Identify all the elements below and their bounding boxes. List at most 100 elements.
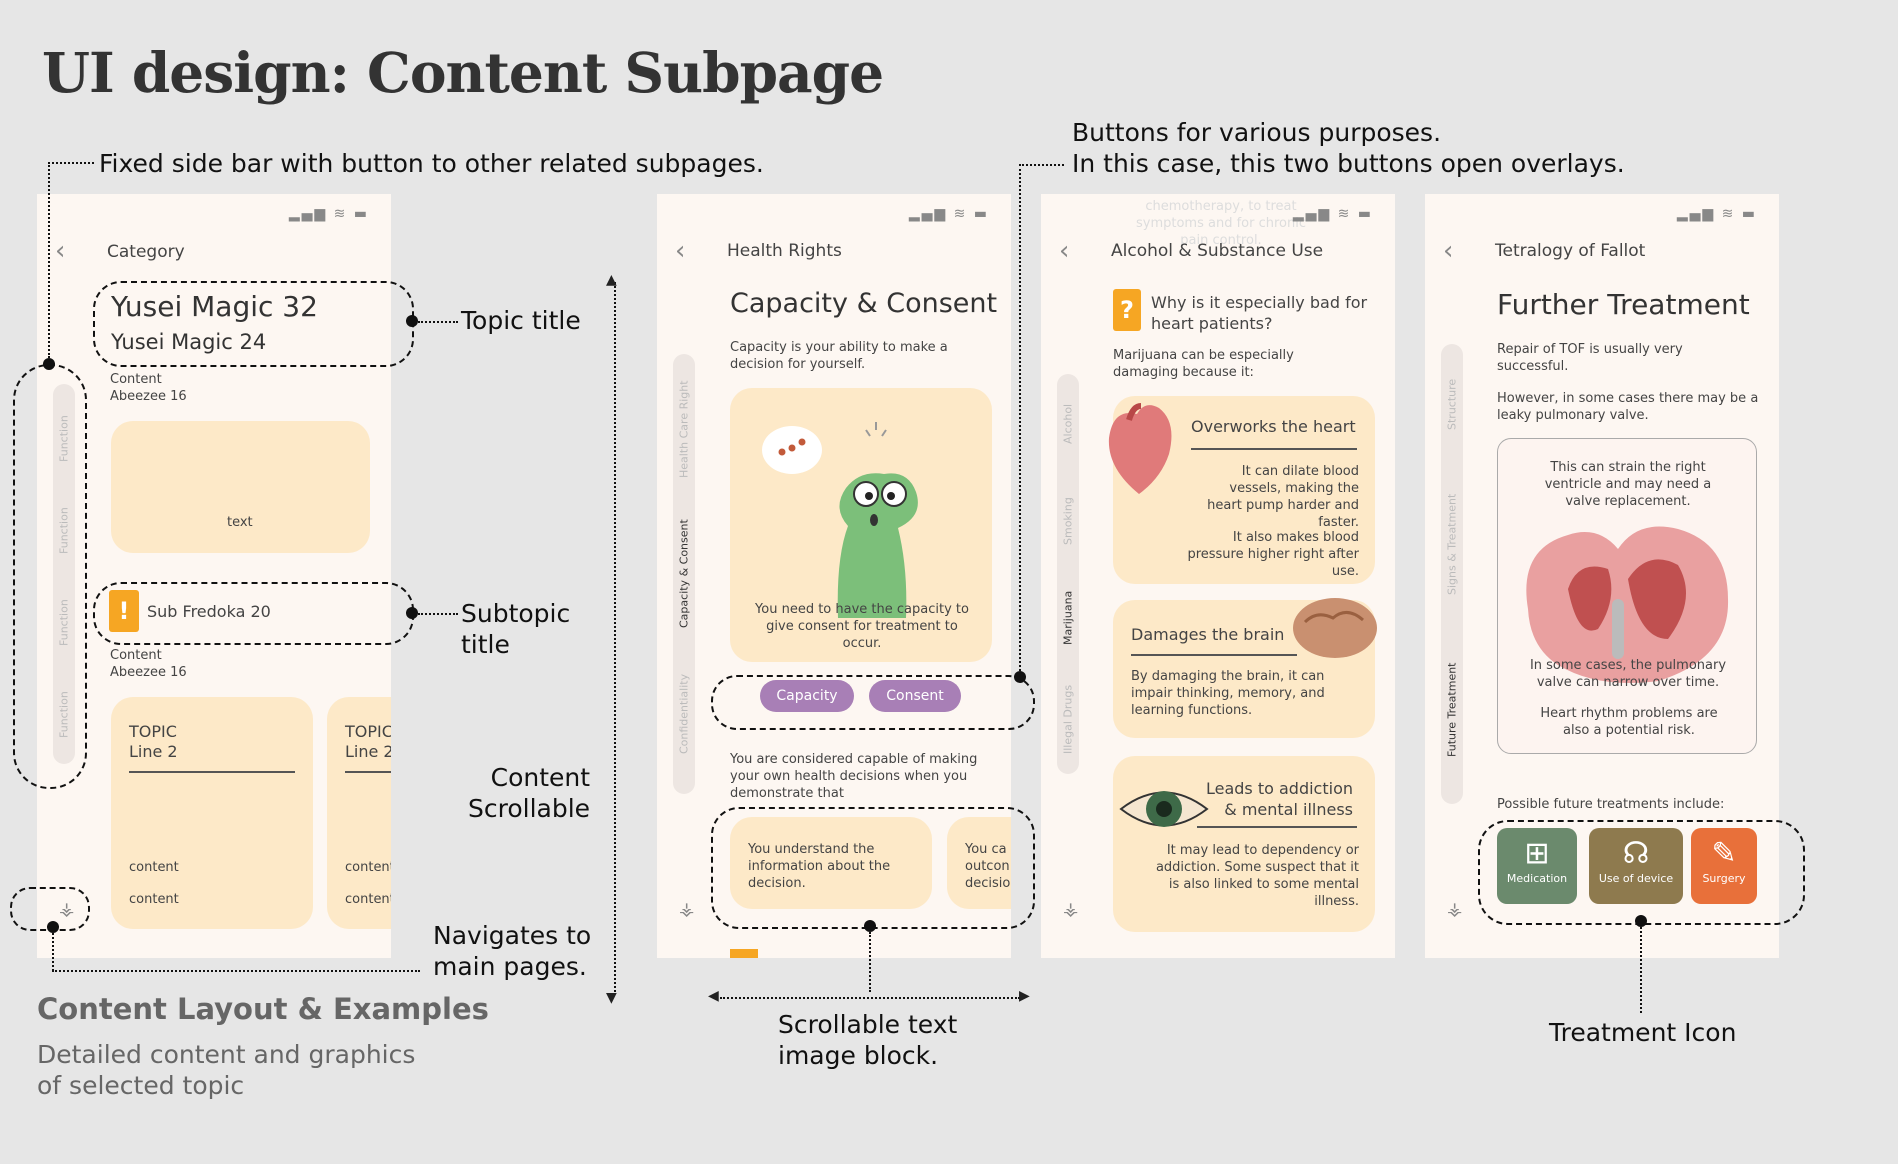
sidebar-item-capacity-consent[interactable]: Capacity & Consent [677, 519, 691, 629]
topic-title: Capacity & Consent [730, 288, 998, 319]
buttons-highlight [711, 675, 1035, 730]
card1-text1: It can dilate blood vessels, making the … [1207, 464, 1359, 530]
intro-text: Capacity is your ability to make a decis… [730, 340, 948, 372]
eye-illustration [1119, 791, 1209, 827]
scalpel-icon: ✎ [1711, 836, 1737, 871]
back-chevron-icon[interactable]: ‹ [675, 236, 686, 266]
device-label: Use of device [1598, 872, 1674, 885]
subtopic-question: Why is it especially bad for heart patie… [1151, 293, 1368, 333]
topic-card-line2: Line 2 [129, 742, 178, 761]
content-font-label: Abeezee 16 [110, 389, 187, 404]
sidebar-highlight [13, 364, 87, 789]
surgery-button[interactable]: ✎ Surgery [1691, 828, 1757, 904]
image-text-3: Heart rhythm problems are also a potenti… [1540, 706, 1718, 738]
card-overworks-heart[interactable]: Overworks the heart It can dilate blood … [1108, 396, 1375, 584]
subtopic-dot [406, 607, 418, 619]
sidebar-dot [43, 358, 55, 370]
subtopic-leader [418, 613, 458, 615]
topic-card-line1: TOPIC [129, 722, 177, 741]
topic-card[interactable]: TOPIC Line 2 content content [111, 697, 313, 929]
treatment-icons-highlight [1478, 820, 1805, 925]
topic-card-divider [129, 771, 295, 773]
sidebar-item-structure[interactable]: Structure [1445, 378, 1459, 430]
scroll-arrow-down-icon: ▼ [606, 990, 617, 1006]
sidebar-item-health-care-right[interactable]: Health Care Right [677, 380, 691, 478]
capacity-button[interactable]: Capacity [760, 680, 854, 712]
home-nav-icon[interactable]: ⚶ [1063, 899, 1079, 920]
card2-divider [1131, 654, 1297, 656]
buttons-annotation-line2: In this case, this two buttons open over… [1072, 149, 1625, 178]
heart-illustration [1108, 403, 1172, 494]
sidebar-item-smoking[interactable]: Smoking [1061, 497, 1075, 545]
layout-description: Detailed content and graphics of selecte… [37, 1040, 416, 1100]
intro-text-1: Repair of TOF is usually very successful… [1497, 342, 1683, 374]
sidebar-leader-v [48, 162, 50, 358]
topic-title-dot [406, 315, 418, 327]
back-chevron-icon[interactable]: ‹ [55, 236, 66, 266]
home-nav-icon[interactable]: ⚶ [1447, 899, 1463, 920]
sidebar-item-alcohol[interactable]: Alcohol [1061, 403, 1075, 445]
subtopic-title: Sub Fredoka 20 [147, 602, 271, 621]
side-bar: Alcohol Smoking Marijuana Illegal Drugs [1057, 374, 1079, 774]
back-chevron-icon[interactable]: ‹ [1443, 236, 1454, 266]
topic-card2-divider [345, 771, 391, 773]
sidebar-item-signs-treatment[interactable]: Signs & Treatment [1445, 493, 1459, 595]
home-nav-icon[interactable]: ⚶ [679, 899, 695, 920]
buttons-dot [1014, 671, 1026, 683]
intro-text: Marijuana can be especially damaging bec… [1113, 348, 1294, 380]
topic-card-content2: content [129, 892, 179, 907]
sidebar-leader-h [48, 162, 94, 164]
card-addiction[interactable]: Leads to addiction & mental illness It m… [1113, 756, 1375, 932]
category-label: Category [107, 242, 185, 262]
topic-card2-content1: content [345, 860, 391, 875]
text-block-1[interactable]: You understand the information about the… [730, 817, 932, 909]
topic-card-content1: content [129, 860, 179, 875]
card2-text: By damaging the brain, it can impair thi… [1131, 669, 1325, 718]
card3-title: Leads to addiction & mental illness [1205, 779, 1353, 819]
heart-anatomy-illustration [1526, 526, 1729, 683]
dinosaur-illustration [762, 422, 918, 618]
buttons-leader-h [1019, 164, 1064, 166]
navigates-annotation: Navigates to main pages. [433, 921, 592, 981]
side-bar: Structure Signs & Treatment Future Treat… [1441, 344, 1463, 804]
topic-card2-line2: Line 2 [345, 742, 391, 761]
scroll-arrow-line [614, 282, 616, 992]
buttons-annotation-line1: Buttons for various purposes. [1072, 118, 1442, 147]
text-block-2[interactable]: You ca outcon decisio [947, 817, 1011, 909]
sidebar-item-future-treatment[interactable]: Future Treatment [1445, 662, 1459, 758]
brain-illustration [1293, 598, 1377, 658]
sidebar-item-illegal-drugs[interactable]: Illegal Drugs [1061, 684, 1075, 754]
topic-card-2[interactable]: TOPIC Line 2 content content [327, 697, 391, 929]
content-card: text [111, 421, 370, 553]
scroll-block-dot [864, 920, 876, 932]
status-bar-icons: ▂▄▆ ≋ ▬ [1676, 206, 1757, 222]
medication-label: Medication [1506, 872, 1568, 885]
card-damages-brain[interactable]: Damages the brain By damaging the brain,… [1113, 598, 1377, 738]
device-button[interactable]: ☊ Use of device [1589, 828, 1683, 904]
status-bar-icons: ▂▄▆ ≋ ▬ [908, 206, 989, 222]
sidebar-item-confidentiality[interactable]: Confidentiality [677, 673, 691, 755]
body-text: You are considered capable of making you… [730, 752, 978, 801]
content-label-2: Content [110, 648, 162, 663]
consent-button[interactable]: Consent [869, 680, 961, 712]
medication-button[interactable]: ⊞ Medication [1497, 828, 1577, 904]
category-label: Alcohol & Substance Use [1111, 241, 1324, 261]
scroll-arrow-up-icon: ▲ [606, 272, 617, 288]
sidebar-item-marijuana[interactable]: Marijuana [1061, 590, 1075, 646]
illustration-caption: You need to have the capacity to give co… [755, 602, 969, 651]
content-font-label-2: Abeezee 16 [110, 665, 187, 680]
question-icon: ? [1113, 289, 1141, 331]
text-block-1-text: You understand the information about the… [748, 842, 891, 891]
scroll-arrow-left-icon: ◀ [708, 988, 719, 1004]
device-icon: ☊ [1622, 836, 1650, 871]
side-bar: Function Function Function Function [53, 384, 75, 764]
topic-title-highlight [93, 281, 414, 367]
card1-divider [1191, 448, 1357, 450]
card1-text2: It also makes blood pressure higher righ… [1187, 530, 1359, 579]
topic-title: Further Treatment [1497, 288, 1750, 321]
nav-leader-h [52, 970, 420, 972]
treatment-leader [1640, 927, 1642, 1013]
treatment-icon-annotation: Treatment Icon [1549, 1018, 1737, 1047]
subtopic-highlight [93, 582, 414, 645]
back-chevron-icon[interactable]: ‹ [1059, 236, 1070, 266]
